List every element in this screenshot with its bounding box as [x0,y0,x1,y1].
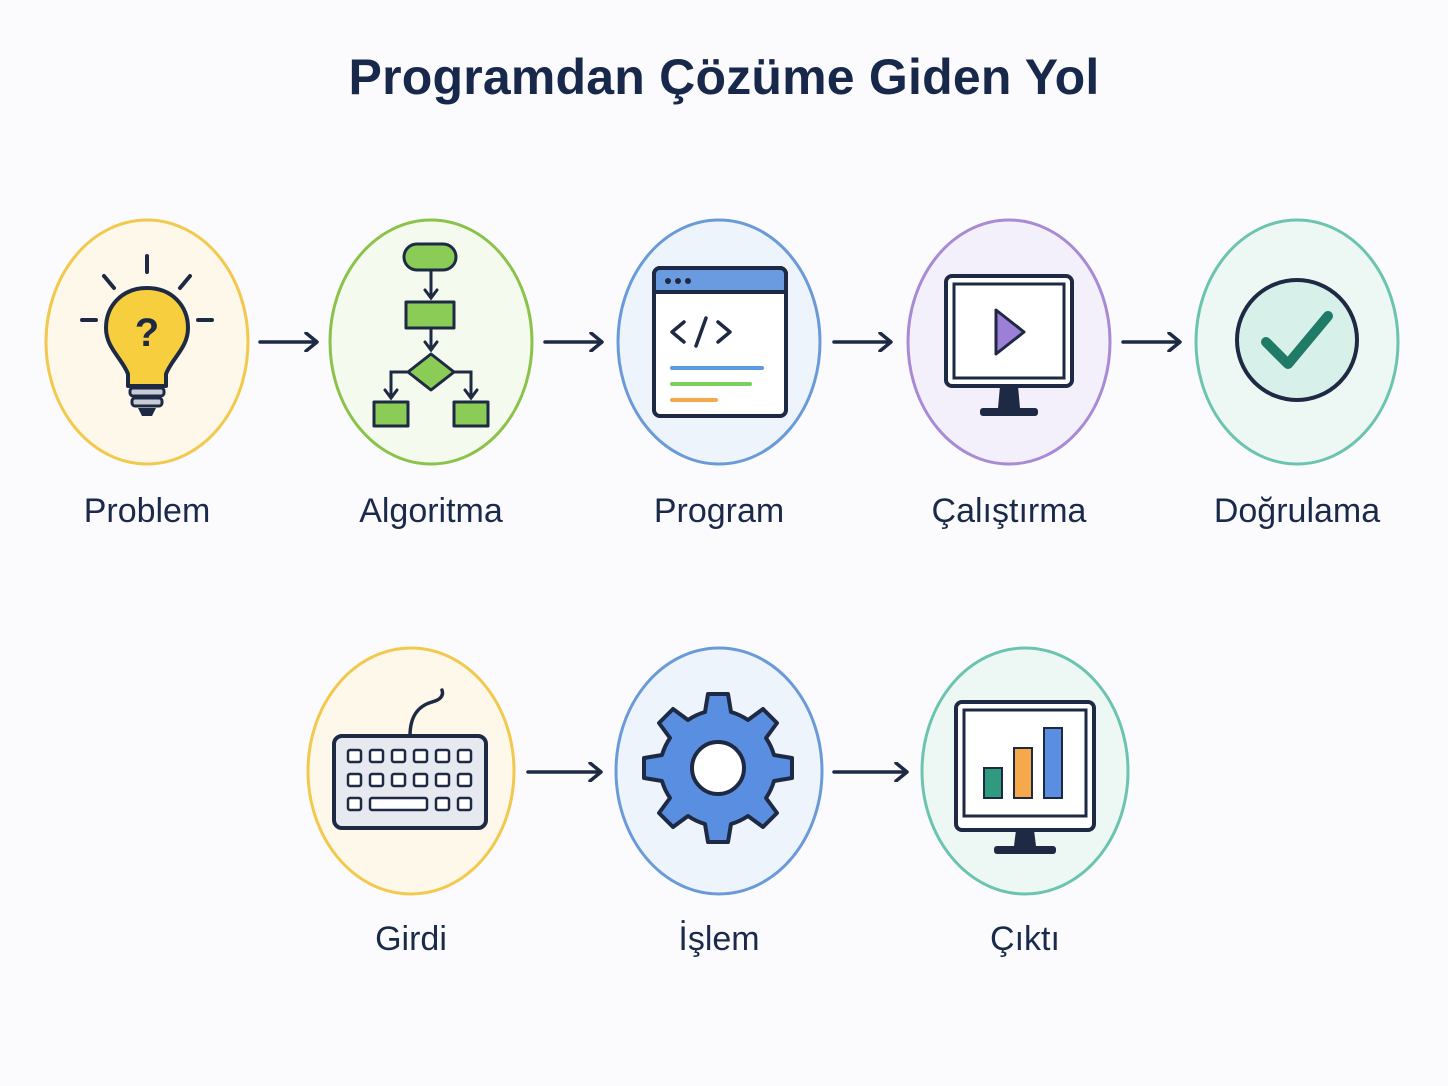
step-label-problem: Problem [83,492,211,530]
step-label-cikti: Çıktı [990,920,1060,958]
arrow-right-icon [258,332,319,352]
arrow-right-icon [832,762,909,782]
step-calistirma [906,218,1112,466]
arrow-right-icon [1121,332,1182,352]
arrow-right-icon [526,762,603,782]
gear-icon [642,692,794,844]
svg-text:?: ? [135,311,159,355]
step-label-calistirma: Çalıştırma [931,492,1087,530]
step-algoritma [328,218,534,466]
arrow-right-icon [543,332,604,352]
code-window-icon [652,266,788,418]
step-cikti [920,646,1130,896]
step-dogrulama [1194,218,1400,466]
keyboard-icon [332,688,488,830]
arrow-right-icon [832,332,893,352]
page-title: Programdan Çözüme Giden Yol [348,49,1100,105]
lightbulb-question-icon: ? [80,254,214,416]
step-label-program: Program [653,492,785,530]
step-label-girdi: Girdi [375,920,447,958]
check-circle-icon [1235,278,1359,402]
step-label-algoritma: Algoritma [359,492,503,530]
step-program [616,218,822,466]
step-girdi [306,646,516,896]
flowchart-icon [372,242,490,428]
monitor-chart-icon [954,700,1096,854]
step-label-dogrulama: Doğrulama [1213,492,1381,530]
step-label-islem: İşlem [678,920,760,958]
step-islem [614,646,824,896]
step-problem: ? [44,218,250,466]
monitor-play-icon [944,274,1074,416]
